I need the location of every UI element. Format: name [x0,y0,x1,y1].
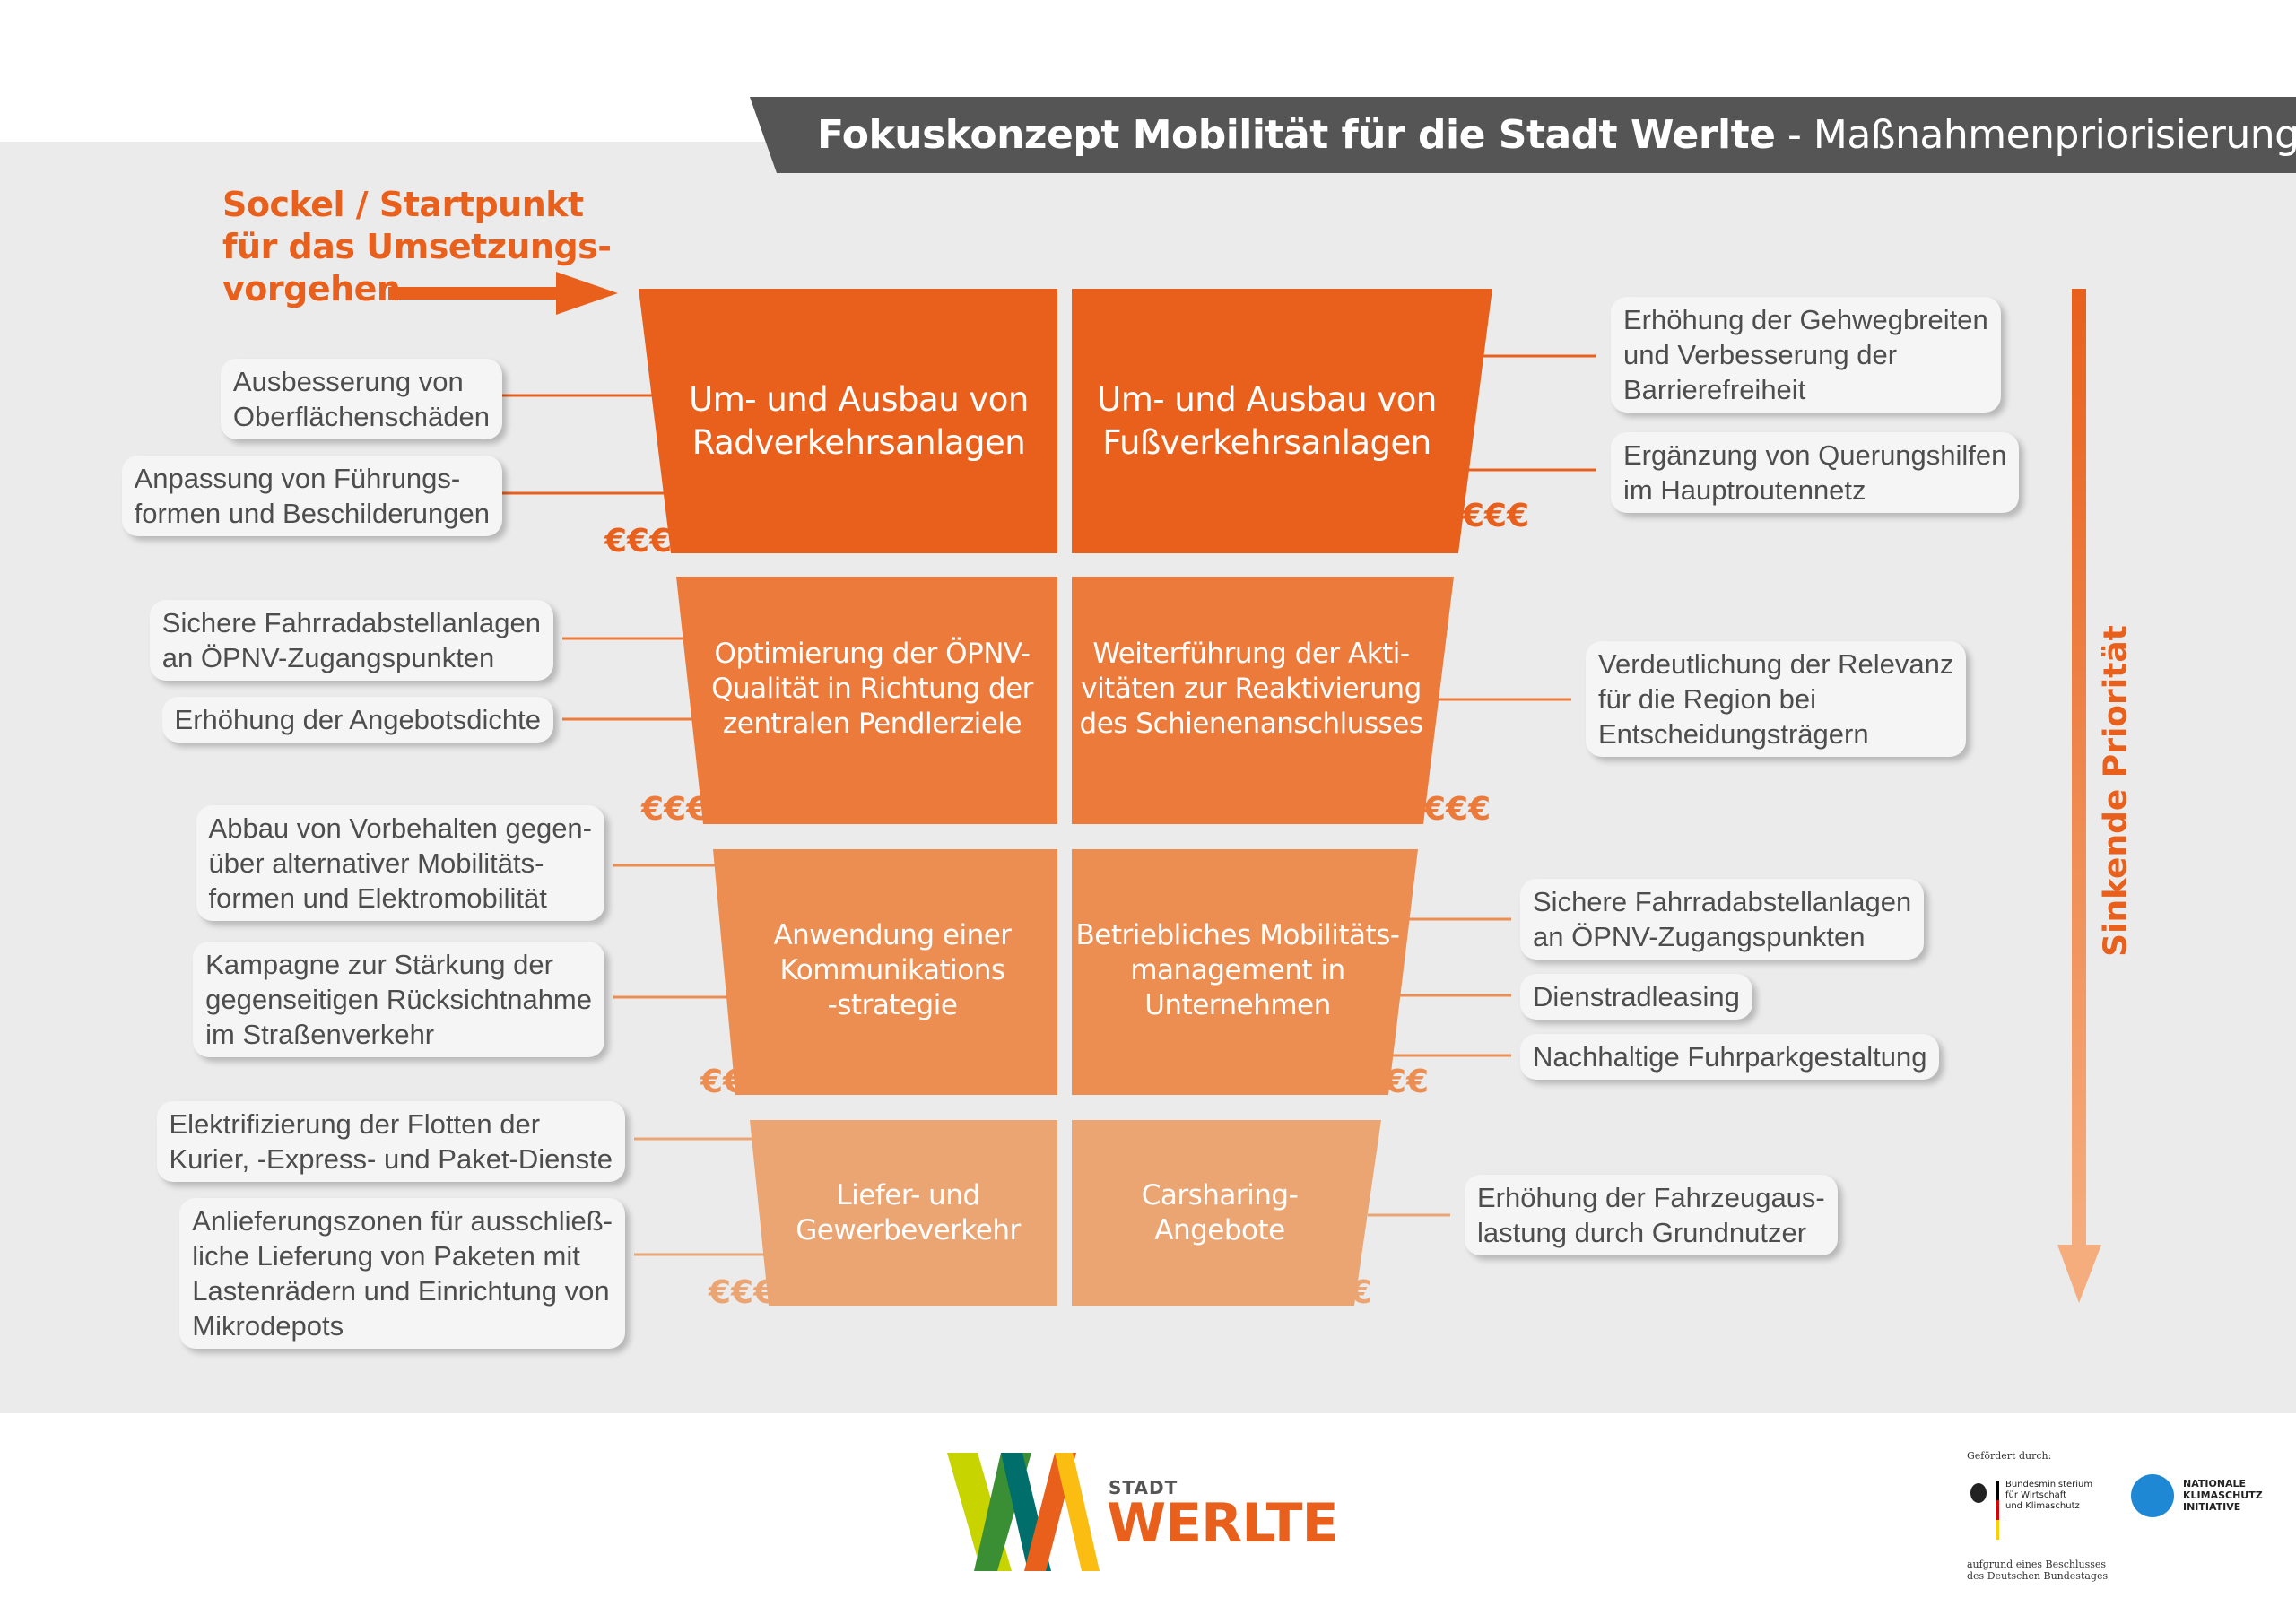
tier3-left-label: Anwendung einer Kommunikations -strategi… [773,918,1012,1021]
tier2-right-block [1072,577,1454,824]
measure-callout: Nachhaltige Fuhrparkgestaltung [1520,1034,1940,1080]
title-bar [750,97,2296,173]
flag-stripe-red [1996,1500,1999,1520]
measure-callout: Dienstradleasing [1520,974,1752,1020]
tier2-left-block [676,577,1057,824]
globe-icon [2131,1474,2174,1517]
werlte-w-logo [947,1453,1100,1571]
measure-callout: Erhöhung der Gehwegbreiten und Verbesser… [1611,297,2001,413]
measure-callout: Anlieferungszonen für ausschließ- liche … [179,1198,625,1349]
measure-callout: Kampagne zur Stärkung der gegenseitigen … [193,942,604,1057]
tier3-right-block [1072,849,1418,1095]
cost-tier2-right: €€€ [1423,791,1492,828]
title-sub: - Maßnahmenpriorisierung [1775,112,2296,158]
tier2-left-label: Optimierung der ÖPNV- Qualität in Richtu… [711,637,1033,740]
resolution-label: aufgrund eines Beschlusses des Deutschen… [1967,1559,2109,1582]
start-arrow-head [556,272,618,315]
tier4-left-block [750,1120,1057,1306]
priority-arrow-head [2057,1245,2101,1303]
federal-eagle-icon [1970,1483,1987,1503]
tier4-right-block [1072,1120,1381,1306]
measure-callout: Sichere Fahrradabstellanlagen an ÖPNV-Zu… [1520,879,1925,960]
measure-callout: Ausbesserung von Oberflächenschäden [220,359,502,439]
title-main: Fokuskonzept Mobilität für die Stadt Wer… [817,112,1776,158]
tier3-right-label: Betriebliches Mobilitäts- management in … [1075,918,1400,1021]
tier1-left-label: Um- und Ausbau von Radverkehrsanlagen [689,379,1029,462]
cost-tier1-right: €€€ [1462,498,1530,534]
logo-werlte-text: WERLTE [1107,1492,1339,1555]
tier1-right-block [1072,289,1492,553]
flag-stripe-gold [1996,1520,1999,1540]
start-arrow-shaft [388,287,559,300]
measure-callout: Anpassung von Führungs- formen und Besch… [121,456,502,536]
logo-stadt-text: STADT [1109,1477,1178,1498]
tier4-right-label: Carsharing- Angebote [1141,1178,1299,1246]
funded-by-label: Gefördert durch: [1967,1450,2052,1462]
tier2-right-label: Weiterführung der Akti- vitäten zur Reak… [1079,637,1423,740]
tier3-left-block [713,849,1057,1095]
page-title: Fokuskonzept Mobilität für die Stadt Wer… [817,104,2296,167]
measure-callout: Verdeutlichung der Relevanz für die Regi… [1586,641,1967,757]
measure-callout: Ergänzung von Querungshilfen im Hauptrou… [1611,432,2020,513]
cost-tier2-left: €€€ [641,791,709,828]
tier1-left-block [639,289,1057,553]
measure-callout: Elektrifizierung der Flotten der Kurier,… [156,1101,625,1182]
cost-tier1-left: €€€ [604,523,673,560]
cost-tier4-left: €€€ [709,1274,777,1311]
ministry-label: Bundesministerium für Wirtschaft und Kli… [2005,1480,2093,1511]
measure-callout: Erhöhung der Fahrzeugaus- lastung durch … [1465,1175,1838,1255]
priority-arrow-shaft [2072,289,2086,1248]
tier1-right-label: Um- und Ausbau von Fußverkehrsanlagen [1097,379,1437,462]
priority-label: Sinkende Priorität [2097,625,2135,957]
measure-callout: Sichere Fahrradabstellanlagen an ÖPNV-Zu… [149,600,553,681]
tier4-left-label: Liefer- und Gewerbeverkehr [796,1178,1021,1246]
flag-stripe-black [1996,1481,1999,1500]
measure-callout: Abbau von Vorbehalten gegen- über altern… [196,805,604,921]
nki-label: NATIONALE KLIMASCHUTZ INITIATIVE [2183,1478,2263,1513]
measure-callout: Erhöhung der Angebotsdichte [161,697,553,743]
start-point-label: Sockel / Startpunkt für das Umsetzungs- … [222,185,612,308]
